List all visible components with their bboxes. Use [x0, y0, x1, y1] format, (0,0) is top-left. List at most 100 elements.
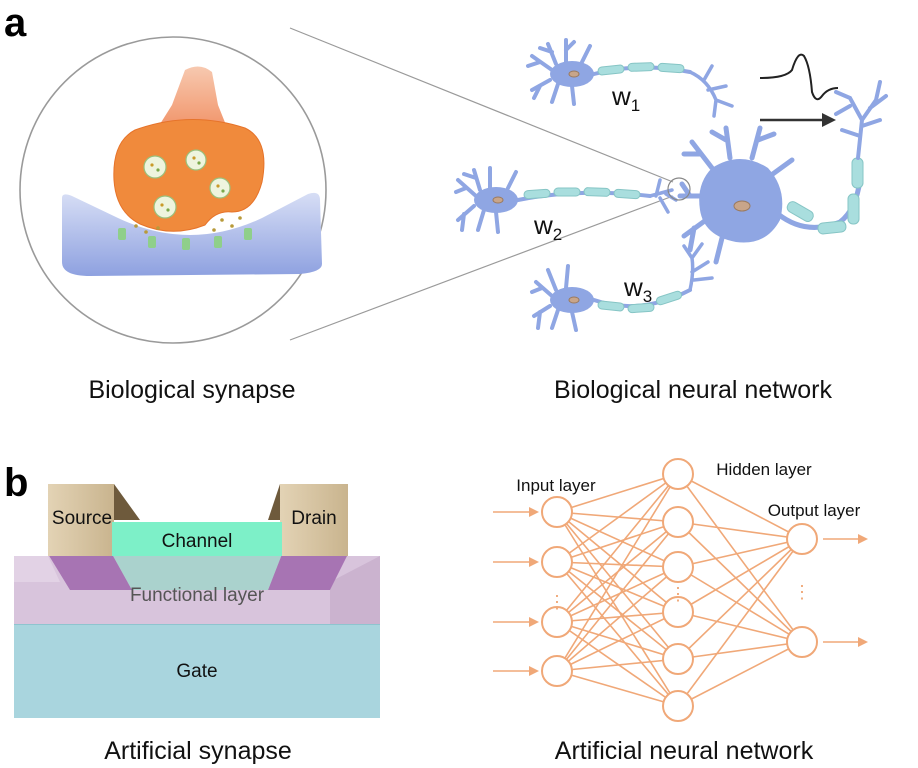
- drain-label: Drain: [291, 508, 336, 529]
- output-arrow-head: [858, 637, 868, 647]
- hidden-ellipsis: ⋮: [669, 584, 687, 604]
- ann-neurons: [541, 458, 818, 722]
- input-neuron: [541, 496, 573, 528]
- connection-hidden-output: [677, 473, 803, 540]
- receptors: [118, 228, 252, 250]
- input-neuron: [541, 655, 573, 687]
- myelin-2: [523, 187, 641, 200]
- connection-input-hidden: [556, 511, 679, 568]
- panel-b-letter: b: [4, 461, 28, 505]
- input-arrow-head: [529, 507, 539, 517]
- zoom-line-bottom: [289, 195, 674, 341]
- input-arrow-head: [529, 557, 539, 567]
- output-ellipsis: ⋮: [793, 582, 811, 602]
- channel-label: Channel: [162, 531, 233, 552]
- input-neuron: [541, 606, 573, 638]
- connection-hidden-output: [677, 611, 803, 643]
- connection-input-hidden: [556, 473, 679, 563]
- input-ellipsis: ⋮: [548, 592, 566, 612]
- connection-input-hidden: [556, 658, 679, 672]
- output-neuron: [786, 523, 818, 555]
- input-arrow-head: [529, 666, 539, 676]
- gate-label: Gate: [176, 661, 217, 682]
- output-neuron: [786, 626, 818, 658]
- hidden-neuron: [662, 690, 694, 722]
- signal-arrow-icon: [760, 113, 836, 127]
- hidden-neuron: [662, 596, 694, 628]
- connection-hidden-output: [677, 641, 803, 707]
- zoom-line-top: [289, 27, 674, 183]
- output-dendrites: [834, 80, 888, 160]
- weight-w3: w3: [623, 272, 652, 306]
- hidden-neuron: [662, 643, 694, 675]
- artificial-neural-network: [493, 458, 868, 722]
- zoom-marker-circle: [667, 177, 691, 201]
- connection-input-hidden: [556, 561, 679, 660]
- connection-input-hidden: [556, 566, 679, 672]
- connection-input-hidden: [556, 511, 679, 707]
- hidden-neuron: [662, 551, 694, 583]
- myelin-1: [597, 62, 685, 76]
- input-layer-label: Input layer: [516, 476, 596, 495]
- connection-hidden-output: [677, 521, 803, 643]
- connection-hidden-output: [677, 538, 803, 660]
- drain-contact-region: [268, 554, 348, 590]
- connection-hidden-output: [677, 566, 803, 643]
- gate-layer: [14, 624, 380, 718]
- weight-w2: w2: [533, 210, 562, 244]
- connection-input-hidden: [556, 473, 679, 623]
- hidden-neuron: [662, 458, 694, 490]
- connection-hidden-output: [677, 521, 803, 540]
- biological-neural-network: w1 w2 w3: [454, 38, 888, 332]
- connection-input-hidden: [556, 473, 679, 672]
- functional-layer-label: Functional layer: [130, 585, 265, 606]
- output-arrow-head: [858, 534, 868, 544]
- caption-biological-network: Biological neural network: [554, 376, 832, 404]
- synaptic-vesicles: [143, 149, 231, 219]
- connection-input-hidden: [556, 473, 679, 513]
- connection-input-hidden: [556, 521, 679, 672]
- caption-artificial-network: Artificial neural network: [555, 737, 814, 765]
- axon-terminal-2: [648, 178, 678, 214]
- myelin-3: [597, 290, 683, 314]
- connection-input-hidden: [556, 621, 679, 707]
- axon-terminal-1: [688, 64, 734, 118]
- weight-w1: w1: [611, 81, 640, 115]
- connection-input-hidden: [556, 561, 679, 707]
- connection-input-hidden: [556, 561, 679, 568]
- connection-input-hidden: [556, 621, 679, 660]
- connection-input-hidden: [556, 561, 679, 613]
- connection-hidden-output: [677, 538, 803, 568]
- synapse-zoom-circle: [19, 36, 327, 344]
- source-contact-region: [48, 554, 132, 590]
- connection-input-hidden: [556, 566, 679, 623]
- connection-hidden-output: [677, 538, 803, 613]
- neuron-2: [454, 166, 652, 234]
- ann-io-arrows: [493, 507, 868, 676]
- connection-input-hidden: [556, 611, 679, 623]
- input-arrow-head: [529, 617, 539, 627]
- ann-connections: [556, 473, 803, 707]
- spike-icon: [759, 53, 839, 101]
- connection-input-hidden: [556, 521, 679, 563]
- drain-electrode: [280, 484, 348, 556]
- hidden-neuron: [662, 506, 694, 538]
- panel-a-letter: a: [4, 1, 27, 45]
- source-electrode: [48, 484, 114, 556]
- postsynaptic-membrane: [62, 192, 322, 276]
- connection-input-hidden: [556, 511, 679, 523]
- artificial-synapse-device: Source Drain Channel Functional layer Ga…: [14, 484, 380, 718]
- input-neuron: [541, 546, 573, 578]
- connection-hidden-output: [677, 473, 803, 643]
- output-layer-label: Output layer: [768, 501, 861, 520]
- myelin-central: [786, 157, 864, 235]
- source-label: Source: [52, 508, 112, 529]
- connection-hidden-output: [677, 538, 803, 707]
- caption-biological-synapse: Biological synapse: [88, 376, 295, 404]
- presynaptic-terminal: [113, 118, 265, 232]
- hidden-layer-label: Hidden layer: [716, 460, 812, 479]
- caption-artificial-synapse: Artificial synapse: [104, 737, 292, 765]
- connection-hidden-output: [677, 641, 803, 660]
- axon-terminal-3: [682, 242, 714, 292]
